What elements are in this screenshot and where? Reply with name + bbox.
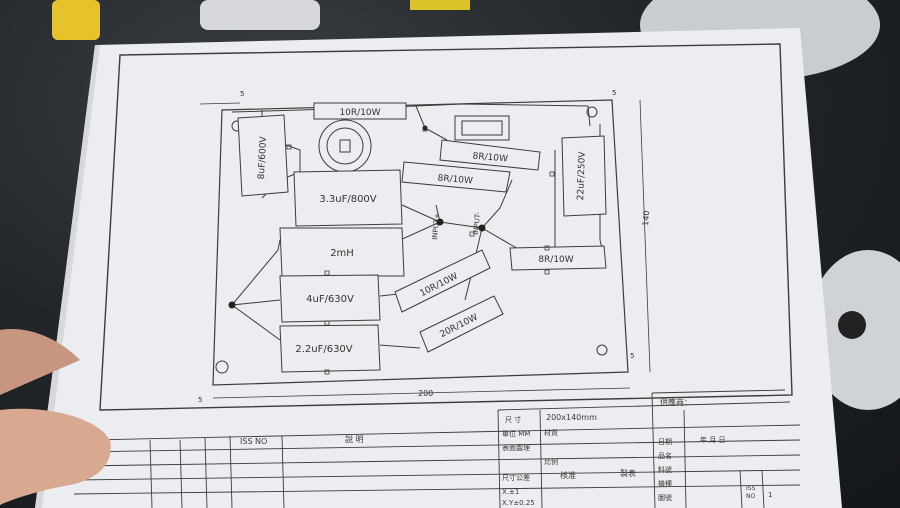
mount-hole-tr <box>586 106 598 118</box>
tb-tol-label: 尺寸公差 <box>502 473 530 482</box>
tb-date: 日期 <box>658 438 672 446</box>
component-c-22uf: 2.2uF/630V <box>279 324 381 373</box>
title-block <box>73 389 801 508</box>
dark-knob <box>838 311 866 339</box>
component-r-top: 10R/10W <box>313 102 407 120</box>
svg-text:3.3uF/800V: 3.3uF/800V <box>319 194 376 205</box>
dim-height-text: 140 <box>641 210 651 226</box>
component-l-2mh: 2mH <box>279 227 405 277</box>
white-cup <box>200 0 320 30</box>
paper-sheet <box>35 28 842 508</box>
tb-supplier: 供應商： <box>660 397 692 407</box>
pcb-outline <box>212 99 629 386</box>
junction-input-neg <box>478 224 486 232</box>
tb-no: NO <box>746 493 755 500</box>
component-c-left: 8uF/600V <box>237 114 289 197</box>
drawing-frame <box>99 43 793 411</box>
tb-drawn: 製表 <box>620 468 636 478</box>
tb-iss-no: ISS NO <box>240 437 267 446</box>
tb-tol-xy: X.Y±0.25 <box>502 499 535 507</box>
component-toroid <box>318 119 372 173</box>
svg-text:2.2uF/630V: 2.2uF/630V <box>295 344 352 355</box>
svg-text:2mH: 2mH <box>330 248 354 259</box>
component-r-8a: 8R/10W <box>439 139 541 171</box>
dim-width-text: 200 <box>418 389 433 398</box>
dim-5-br: 5 <box>630 352 634 360</box>
component-r-8b: 8R/10W <box>401 161 511 193</box>
dim-line-top <box>199 102 241 105</box>
tb-iss: ISS <box>746 485 756 492</box>
tb-part-name: 品名 <box>658 451 672 460</box>
dim-line-bottom <box>212 387 631 399</box>
tb-drawing-no: 圖號 <box>658 493 672 502</box>
yellow-object-top <box>410 0 470 10</box>
component-c-right: 22uF/250V <box>561 135 607 217</box>
junction-input-pos <box>436 218 444 226</box>
tb-size-label: 尺 寸 <box>505 415 521 424</box>
dim-5-tr: 5 <box>612 89 616 97</box>
hand-finger <box>0 408 111 505</box>
tb-desc: 說 明 <box>345 434 364 444</box>
svg-text:8R/10W: 8R/10W <box>437 173 473 186</box>
mount-hole-br <box>596 344 608 356</box>
tb-unit-label: 單位 MM <box>502 429 530 438</box>
tb-date-value: 年 月 日 <box>700 435 725 444</box>
hand-thumb <box>0 329 80 395</box>
tb-tol-x: X.±1 <box>502 488 519 496</box>
dim-5-bl: 5 <box>198 396 202 404</box>
component-c-mid: 3.3uF/800V <box>293 169 403 227</box>
paper-shadow-edge <box>35 45 100 508</box>
label-input-pos: INPUT+ <box>431 213 441 241</box>
component-c-4uf: 4uF/630V <box>279 274 381 323</box>
mount-hole-bl <box>215 360 229 374</box>
svg-text:22uF/250V: 22uF/250V <box>576 151 588 201</box>
tb-iss-value: 1 <box>768 491 772 499</box>
tb-approve: 核准 <box>560 470 576 480</box>
component-r-8c: 8R/10W <box>509 245 607 271</box>
svg-text:10R/10W: 10R/10W <box>339 108 380 118</box>
tb-surface: 表面處理 <box>502 443 530 452</box>
tb-size-value: 200x140mm <box>546 413 597 422</box>
dim-line-right <box>639 99 651 373</box>
dim-5-tl: 5 <box>240 90 244 98</box>
tb-ratio: 比例 <box>544 457 558 466</box>
label-input-neg: INPUT- <box>472 211 482 235</box>
svg-text:8R/10W: 8R/10W <box>538 255 573 265</box>
component-fuse <box>454 115 510 141</box>
tb-part-no: 料號 <box>658 465 672 474</box>
svg-text:4uF/630V: 4uF/630V <box>306 294 354 305</box>
svg-text:8R/10W: 8R/10W <box>472 151 508 164</box>
tb-model: 機種 <box>658 479 672 488</box>
tb-material: 材質 <box>544 428 558 437</box>
svg-text:8uF/600V: 8uF/600V <box>257 135 269 179</box>
junction-left <box>228 301 236 309</box>
pad-markers <box>286 126 555 375</box>
yellow-object <box>52 0 100 40</box>
